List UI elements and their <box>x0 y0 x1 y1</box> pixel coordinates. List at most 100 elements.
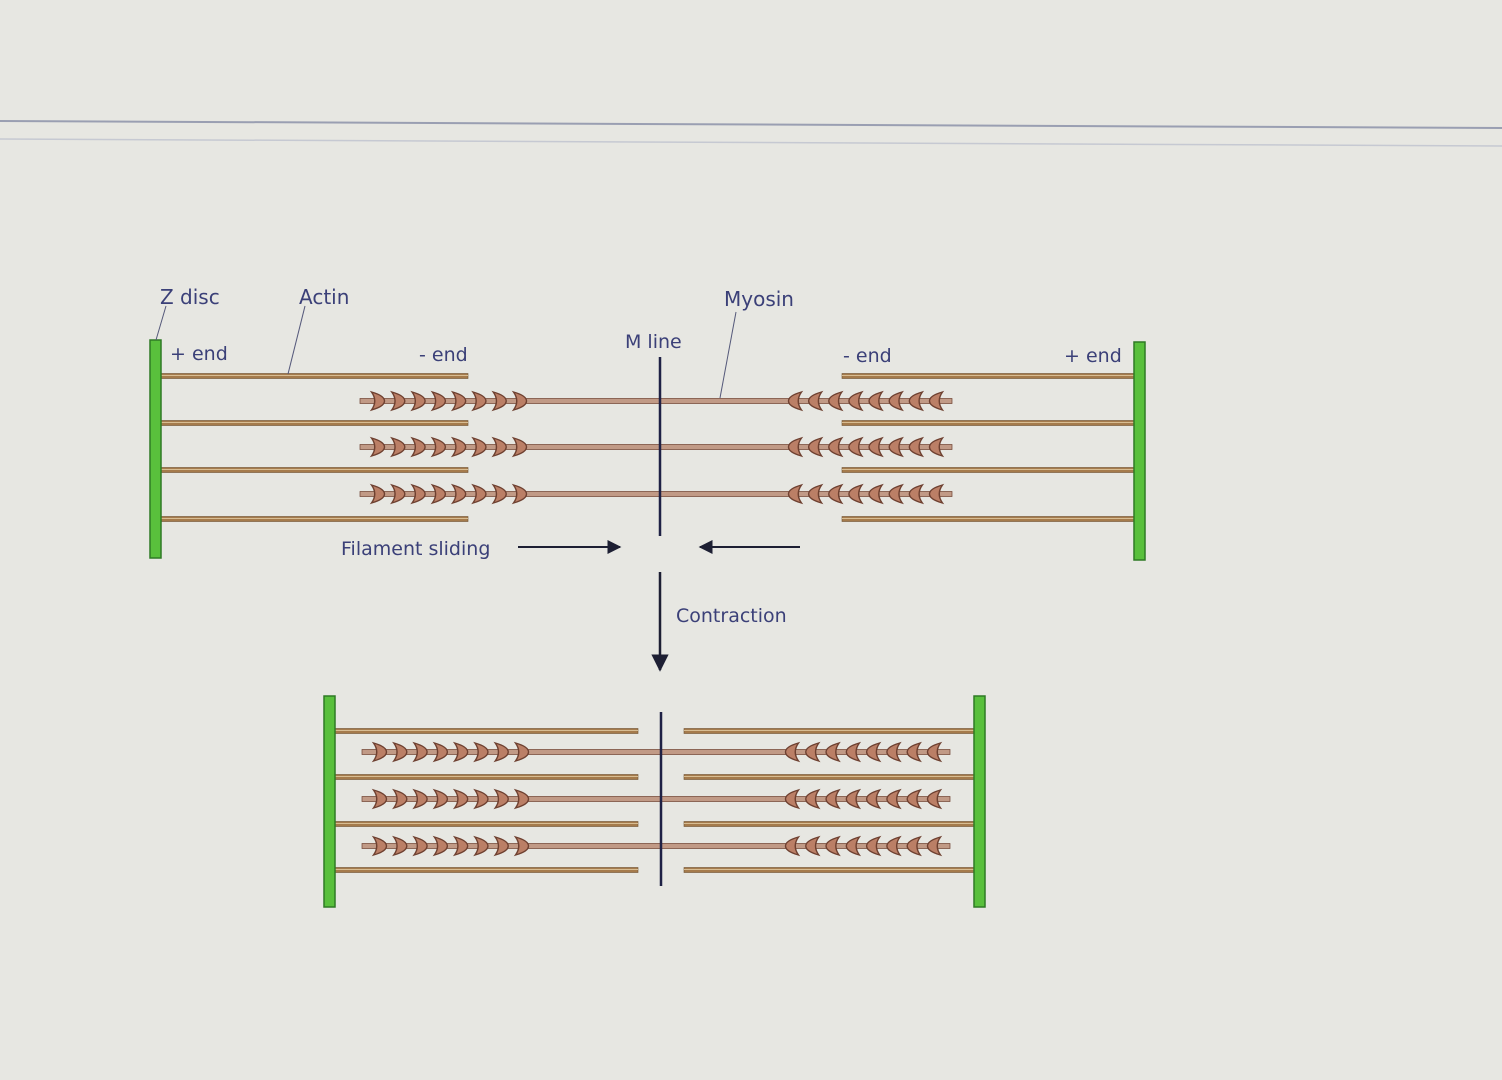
myosin-head <box>471 390 487 412</box>
myosin-head <box>848 390 864 412</box>
myosin-head <box>807 436 824 458</box>
contraction-label: Contraction <box>676 605 787 627</box>
myosin-head <box>886 741 902 763</box>
myosin-head <box>412 741 428 763</box>
myosin-head <box>491 436 507 458</box>
myosin-head <box>511 390 528 412</box>
myosin-head <box>784 835 801 857</box>
contracted-sarcomere <box>334 728 975 873</box>
myosin-head <box>926 741 943 763</box>
myosin-head <box>805 788 821 810</box>
myosin-head <box>825 788 841 810</box>
myosin-head <box>369 390 386 412</box>
minus-end-left-label: - end <box>419 344 468 366</box>
myosin-head <box>908 436 925 458</box>
myosin-head <box>369 483 386 505</box>
myosin-head <box>390 436 406 458</box>
myosin-head <box>493 741 509 763</box>
myosin-head <box>926 788 943 810</box>
z-disc-left <box>149 339 162 559</box>
myosin-head <box>471 483 487 505</box>
myosin-head <box>392 835 408 857</box>
myosin-label: Myosin <box>724 287 794 311</box>
myosin-head <box>928 390 945 412</box>
myosin-head <box>787 390 804 412</box>
myosin-head <box>450 390 467 412</box>
myosin-head <box>888 436 904 458</box>
myosin-head <box>825 835 841 857</box>
myosin-head <box>511 436 528 458</box>
myosin-head <box>473 835 489 857</box>
myosin-head <box>410 436 426 458</box>
myosin-head <box>513 835 530 857</box>
myosin-head <box>906 835 922 857</box>
myosin-head <box>452 741 469 763</box>
myosin-head <box>868 390 884 412</box>
z-disc-left-contracted <box>323 695 336 908</box>
myosin-head <box>412 788 428 810</box>
z-disc-label: Z disc <box>160 285 220 309</box>
myosin-head <box>908 390 925 412</box>
myosin-head <box>493 835 509 857</box>
myosin-head <box>868 436 884 458</box>
z-disc-right <box>1133 341 1146 561</box>
myosin-head <box>471 436 487 458</box>
myosin-thick-filament <box>361 843 951 849</box>
myosin-head <box>828 483 844 505</box>
myosin-head <box>392 788 408 810</box>
myosin-head <box>908 483 925 505</box>
myosin-head <box>784 741 801 763</box>
myosin-head <box>845 741 862 763</box>
myosin-head <box>848 483 864 505</box>
myosin-head <box>390 390 406 412</box>
myosin-head <box>410 390 426 412</box>
myosin-thick-filament <box>361 796 951 802</box>
myosin-head <box>848 436 864 458</box>
myosin-head <box>865 788 882 810</box>
myosin-head <box>511 483 528 505</box>
myosin-head <box>513 788 530 810</box>
myosin-head <box>473 741 489 763</box>
myosin-head <box>410 483 426 505</box>
myosin-head <box>369 436 386 458</box>
myosin-head <box>828 390 844 412</box>
myosin-head <box>926 835 943 857</box>
myosin-head <box>886 788 902 810</box>
z-disc-right-contracted <box>973 695 986 908</box>
myosin-thick-filament <box>359 491 953 497</box>
myosin-head <box>430 483 447 505</box>
myosin-thick-filament <box>361 749 951 755</box>
myosin-head <box>432 741 449 763</box>
myosin-head <box>868 483 884 505</box>
myosin-head <box>430 390 447 412</box>
myosin-head <box>805 835 821 857</box>
myosin-head <box>787 436 804 458</box>
myosin-head <box>371 788 388 810</box>
myosin-head <box>412 835 428 857</box>
myosin-head <box>825 741 841 763</box>
myosin-head <box>450 436 467 458</box>
myosin-head <box>906 788 922 810</box>
relaxed-sarcomere <box>160 373 1135 522</box>
myosin-head <box>787 483 804 505</box>
myosin-head <box>430 436 447 458</box>
myosin-head <box>784 788 801 810</box>
myosin-head <box>473 788 489 810</box>
myosin-head <box>452 835 469 857</box>
myosin-head <box>865 835 882 857</box>
filament-sliding-label: Filament sliding <box>341 538 490 560</box>
myosin-head <box>452 788 469 810</box>
actin-label: Actin <box>299 285 349 309</box>
myosin-head <box>928 436 945 458</box>
myosin-head <box>371 741 388 763</box>
myosin-head <box>865 741 882 763</box>
myosin-head <box>807 483 824 505</box>
myosin-head <box>390 483 406 505</box>
myosin-head <box>392 741 408 763</box>
label-leaders <box>155 305 737 399</box>
myosin-head <box>432 835 449 857</box>
myosin-head <box>371 835 388 857</box>
myosin-head <box>493 788 509 810</box>
minus-end-right-label: - end <box>843 345 892 367</box>
